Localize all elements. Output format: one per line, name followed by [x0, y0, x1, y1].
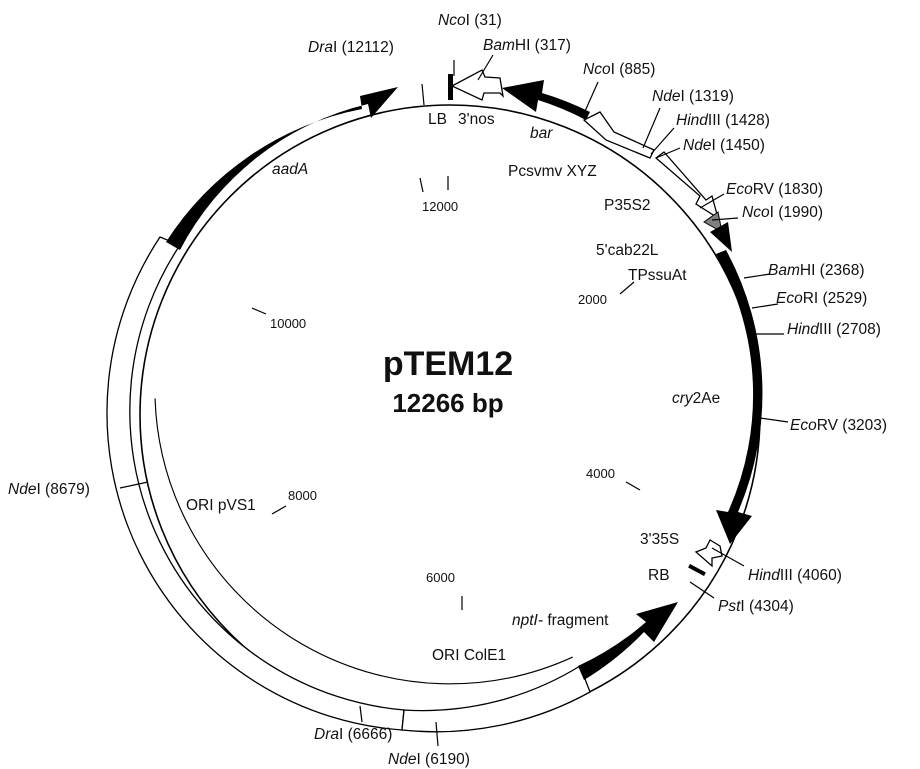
plasmid-size: 12266 bp	[392, 388, 503, 418]
aada-arrow	[166, 87, 398, 250]
scale-label-10000: 10000	[270, 316, 306, 331]
site-label-drai-12112: DraI (12112)	[308, 39, 394, 56]
pcsvmv-arrow	[582, 111, 655, 159]
scale-label-12000: 12000	[422, 199, 458, 214]
feature-label-pcsvmv: Pcsvmv XYZ	[508, 163, 597, 180]
ori-cole1-band	[401, 665, 591, 733]
scale-tick-10000	[251, 307, 267, 315]
feature-label-p35s2: P35S2	[604, 197, 651, 214]
site-label-psti-4304: PstI (4304)	[718, 598, 794, 615]
site-label-ncoi-31: NcoI (31)	[438, 12, 502, 29]
3nos-arrow	[450, 69, 504, 101]
site-tick-ecori-2529	[751, 303, 779, 309]
p35s2-arrow-body	[654, 151, 720, 220]
feature-label-cry2ae: cry2Ae	[672, 390, 720, 407]
aada-arrow-body	[166, 87, 398, 250]
site-tick-drai-6666	[359, 705, 363, 723]
site-label-ecorv-3203: EcoRV (3203)	[790, 417, 887, 434]
feature-label-ori-pvs1: ORI pVS1	[186, 497, 256, 514]
scale-tick-8000	[271, 505, 287, 515]
site-tick-ncoi-885	[581, 81, 599, 119]
3nos-arrow-body	[450, 69, 504, 101]
site-label-hindiii-1428: HindIII (1428)	[676, 112, 770, 129]
cry2ae-arrow	[716, 250, 763, 544]
site-label-ndei-8679: NdeI (8679)	[8, 481, 90, 498]
scale-tick-4000	[625, 481, 641, 491]
site-tick-ndei-1450	[655, 147, 681, 159]
site-label-bamhi-2368: BamHI (2368)	[768, 262, 865, 279]
site-tick-ecorv-1830	[699, 193, 725, 209]
site-label-hindiii-4060: HindIII (4060)	[748, 567, 842, 584]
feature-label-rb: RB	[648, 567, 670, 584]
scale-label-6000: 6000	[426, 570, 455, 585]
ori-band-inner-arc	[154, 398, 573, 685]
site-tick-ncoi-1990	[711, 217, 739, 221]
scale-label-8000: 8000	[288, 488, 317, 503]
site-label-ncoi-885: NcoI (885)	[583, 61, 655, 78]
p35s2-arrow	[654, 151, 720, 220]
feature-label-3nos: 3'nos	[458, 111, 495, 128]
3-35s-arrow	[694, 539, 723, 568]
site-ticks	[119, 54, 789, 747]
scale-ticks	[251, 176, 641, 610]
nptl-arrow	[578, 602, 678, 680]
scale-tick-12000	[419, 177, 424, 193]
site-tick-ecorv-3203	[759, 417, 789, 423]
bar-arrow-body	[502, 80, 590, 120]
5cab22l-arrow	[703, 211, 723, 233]
ori-cole1-band-shape	[401, 665, 591, 733]
bar-arrow	[502, 80, 590, 120]
lb-marker	[448, 74, 453, 100]
feature-label-bar: bar	[530, 125, 553, 142]
ori-pvs1-band-shape	[106, 236, 405, 731]
site-tick-psti-4304	[689, 581, 715, 599]
5cab22l-arrow-body	[703, 211, 723, 233]
scale-tick-labels: 12000 2000 4000 6000 8000 10000	[270, 199, 615, 585]
site-label-ndei-1319: NdeI (1319)	[652, 88, 734, 105]
site-label-ecorv-1830: EcoRV (1830)	[726, 181, 823, 198]
scale-label-2000: 2000	[578, 292, 607, 307]
3-35s-arrow-body	[694, 539, 723, 568]
cry2ae-arrow-body	[716, 250, 763, 544]
plasmid-name: pTEM12	[383, 345, 513, 383]
site-tick-ndei-6190	[435, 721, 439, 747]
site-label-ndei-6190: NdeI (6190)	[388, 751, 470, 768]
nptl-arrow-body	[578, 602, 678, 680]
site-tick-bamhi-2368	[743, 273, 771, 279]
site-tick-drai-12112	[421, 83, 425, 106]
rb-marker	[688, 564, 706, 576]
feature-label-aada: aadA	[272, 161, 308, 178]
site-label-drai-6666: DraI (6666)	[314, 726, 392, 743]
pcsvmv-arrow-body	[582, 111, 655, 159]
tpssuat-arrow-body	[710, 222, 732, 252]
site-tick-hindiii-1428	[650, 127, 675, 155]
scale-label-4000: 4000	[586, 466, 615, 481]
feature-label-3-35s: 3'35S	[640, 531, 679, 548]
site-label-ncoi-1990: NcoI (1990)	[742, 204, 823, 221]
feature-labels: LB 3'nos bar Pcsvmv XYZ P35S2 5'cab22L T…	[186, 111, 720, 664]
feature-label-lb: LB	[428, 111, 447, 128]
site-tick-ndei-1319	[642, 107, 661, 149]
scale-tick-2000	[619, 281, 635, 295]
site-tick-ndei-8679	[119, 481, 149, 489]
site-tick-hindiii-4060	[711, 547, 745, 567]
site-label-ndei-1450: NdeI (1450)	[683, 137, 765, 154]
feature-label-tpssuat: TPssuAt	[628, 267, 687, 284]
ori-pvs1-band	[106, 236, 405, 731]
site-label-bamhi-317: BamHI (317)	[483, 37, 571, 54]
site-labels: DraI (12112) NcoI (31) BamHI (317) NcoI …	[8, 12, 887, 768]
site-label-hindiii-2708: HindIII (2708)	[787, 321, 881, 338]
feature-label-ori-cole1: ORI ColE1	[432, 647, 506, 664]
site-tick-bamhi-317	[477, 54, 494, 81]
tpssuat-arrow	[710, 222, 732, 252]
feature-label-5cab22l: 5'cab22L	[596, 242, 659, 259]
feature-label-nptl: nptI- fragment	[512, 612, 609, 629]
site-label-ecori-2529: EcoRI (2529)	[776, 290, 867, 307]
